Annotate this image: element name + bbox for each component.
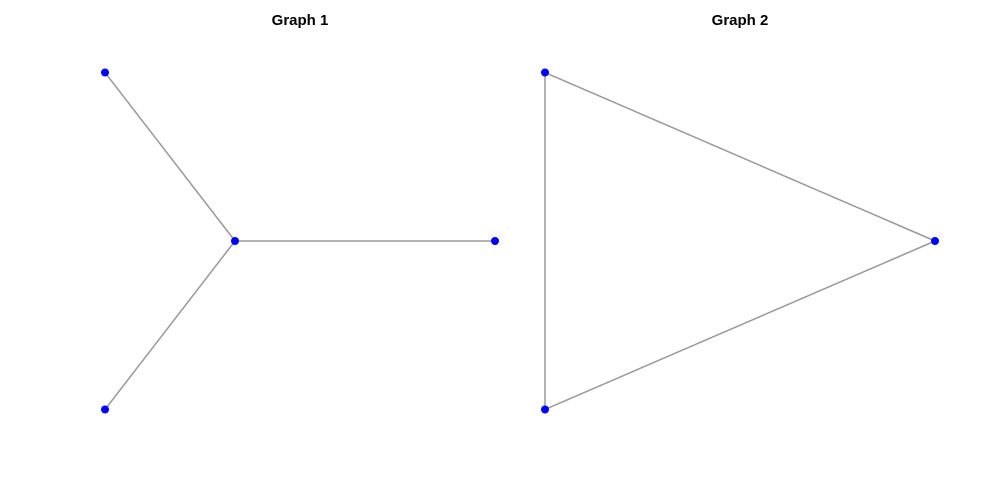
graph-2-node-a xyxy=(541,68,549,77)
graph-panel-1: Graph 1 xyxy=(80,0,520,500)
graph-1-edge-b-d xyxy=(104,240,236,410)
graph-1-edge-a-b xyxy=(104,72,236,242)
graph-1-node-a xyxy=(101,68,109,77)
graph-1-node-c xyxy=(491,237,499,245)
graph-1-node-b xyxy=(231,237,239,245)
graph-panel-2: Graph 2 xyxy=(520,0,960,500)
graph-2-edge-b-c xyxy=(544,240,936,411)
graph-2-title: Graph 2 xyxy=(711,12,769,29)
graph-1-title: Graph 1 xyxy=(271,12,329,29)
graph-1-canvas xyxy=(101,68,499,414)
graph-2-canvas xyxy=(541,68,939,414)
graph-2-node-b xyxy=(931,237,939,245)
graph-1-node-d xyxy=(101,405,109,414)
graph-2-node-c xyxy=(541,405,549,414)
graph-2-edge-a-b xyxy=(544,71,936,242)
